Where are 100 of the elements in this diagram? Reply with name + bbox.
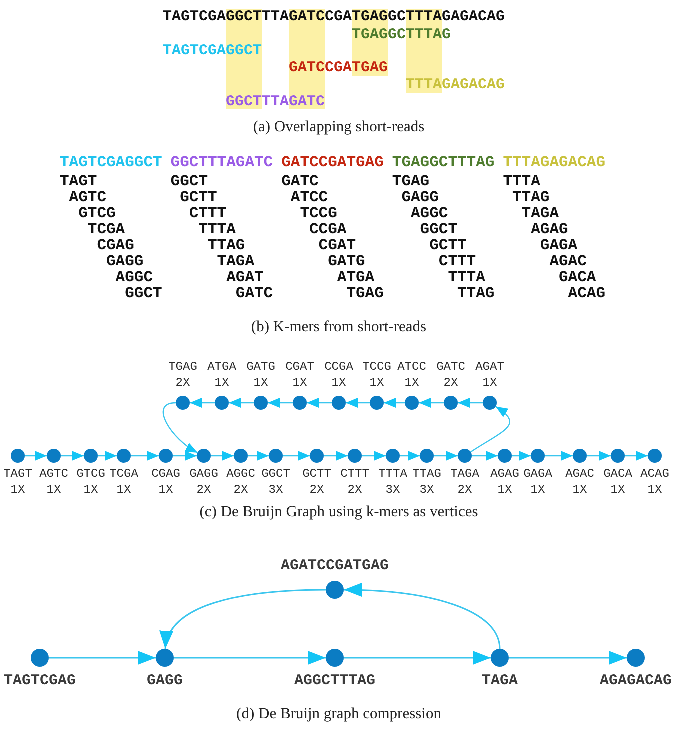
kmer-label: GAGG bbox=[190, 468, 218, 480]
arrow bbox=[307, 398, 332, 408]
kmer-text: CTTT bbox=[189, 206, 227, 222]
arrow bbox=[268, 398, 293, 408]
kmer-label: ACAG bbox=[640, 468, 670, 480]
count-label: 1X bbox=[292, 377, 308, 389]
sequence-label: TAGTCGAG bbox=[4, 674, 76, 688]
kmer-label: GGCT bbox=[262, 468, 290, 480]
kmer-text: GAGA bbox=[540, 238, 578, 254]
vertex-dot bbox=[117, 449, 131, 463]
count-label: 1X bbox=[530, 484, 546, 496]
kmer-text: AGGC bbox=[116, 270, 154, 286]
arrow bbox=[344, 583, 501, 650]
kmer-text: TTAG bbox=[208, 238, 246, 254]
vertex-dot bbox=[627, 649, 645, 667]
panel-caption: (d) De Bruijn graph compression bbox=[236, 706, 442, 722]
vertex-dot bbox=[197, 449, 211, 463]
kmer-label: GACA bbox=[604, 468, 632, 480]
vertex-dot bbox=[405, 396, 419, 410]
vertex-dot bbox=[386, 449, 400, 463]
kmer-label: AGAG bbox=[490, 468, 520, 480]
kmer-label: TAGA bbox=[450, 468, 480, 480]
vertex-dot bbox=[310, 449, 324, 463]
vertex-dot bbox=[156, 649, 174, 667]
short-read: GATCCGATGAG bbox=[282, 155, 384, 171]
arrow bbox=[458, 398, 483, 408]
vertex-dot bbox=[31, 649, 49, 667]
kmer-text: AGAT bbox=[226, 270, 264, 286]
kmer-label: TAGT bbox=[4, 468, 32, 480]
kmer-text: CGAT bbox=[318, 238, 356, 254]
panel-caption: (c) De Bruijn Graph using k-mers as vertices bbox=[200, 504, 478, 520]
arrow bbox=[173, 451, 197, 461]
vertex-dot bbox=[498, 449, 512, 463]
sequence-label: AGATCCGATGAG bbox=[280, 558, 390, 574]
kmer-text: TTAG bbox=[512, 190, 550, 206]
count-label: 2X bbox=[310, 484, 324, 496]
kmer-label: CGAT bbox=[286, 361, 314, 373]
vertex-dot bbox=[420, 449, 434, 463]
vertex-dot bbox=[234, 449, 248, 463]
kmer-label: TTTA bbox=[378, 468, 408, 480]
count-label: 1X bbox=[572, 484, 588, 496]
vertex-dot bbox=[648, 449, 662, 463]
short-read: TGAGGCTTTAG bbox=[352, 28, 452, 42]
arrow bbox=[346, 398, 370, 408]
arrow bbox=[545, 451, 573, 461]
arrow bbox=[49, 651, 156, 665]
kmer-label: TCGA bbox=[110, 468, 138, 480]
vertex-dot bbox=[293, 396, 307, 410]
kmer-text: GATG bbox=[328, 254, 366, 270]
arrow bbox=[162, 589, 326, 650]
arrow bbox=[174, 651, 326, 665]
kmer-text: GTCG bbox=[78, 206, 116, 222]
count-label: 1X bbox=[84, 484, 98, 496]
kmer-label: GCTT bbox=[302, 468, 332, 480]
vertex-dot bbox=[84, 449, 98, 463]
kmer-text: GAGG bbox=[402, 190, 439, 206]
vertex-dot bbox=[573, 449, 587, 463]
count-label: 1X bbox=[254, 377, 268, 389]
vertex-dot bbox=[444, 396, 458, 410]
count-label: 1X bbox=[116, 484, 132, 496]
count-label: 2X bbox=[196, 484, 212, 496]
count-label: 1X bbox=[610, 484, 626, 496]
kmer-text: CGAG bbox=[97, 238, 134, 254]
kmer-text: CTTT bbox=[438, 254, 476, 270]
panel-caption: (b) K-mers from short-reads bbox=[251, 319, 427, 335]
count-label: 1X bbox=[648, 484, 662, 496]
count-label: 2X bbox=[348, 484, 362, 496]
vertex-dot bbox=[458, 449, 472, 463]
kmer-text: GGCT bbox=[420, 222, 458, 238]
kmer-text: AGAG bbox=[531, 222, 568, 238]
arrow bbox=[61, 451, 84, 461]
kmer-text: TCGA bbox=[88, 222, 126, 238]
kmer-label: ATGA bbox=[208, 361, 236, 373]
kmer-label: AGTC bbox=[40, 468, 68, 480]
arrow bbox=[229, 398, 254, 408]
count-label: 1X bbox=[404, 377, 420, 389]
kmer-label: GATC bbox=[436, 361, 466, 373]
count-label: 1X bbox=[332, 377, 346, 389]
vertex-dot bbox=[531, 449, 545, 463]
short-read: GGCTTTAGATC bbox=[170, 155, 274, 171]
kmer-label: GTCG bbox=[76, 468, 106, 480]
vertex-dot bbox=[491, 649, 509, 667]
kmer-label: TGAG bbox=[168, 361, 198, 373]
arrow bbox=[512, 451, 531, 461]
arrow bbox=[509, 651, 627, 665]
kmer-label: CCGA bbox=[324, 361, 354, 373]
kmer-text: TCCG bbox=[300, 206, 338, 222]
count-label: 3X bbox=[420, 484, 434, 496]
count-label: 1X bbox=[370, 377, 384, 389]
kmer-text: ATCC bbox=[290, 190, 328, 206]
count-label: 1X bbox=[10, 484, 26, 496]
sequence-label: TAGA bbox=[482, 674, 518, 688]
arrow bbox=[344, 651, 491, 665]
kmer-text: TTTA bbox=[448, 270, 486, 286]
kmer-label: ATCC bbox=[398, 361, 426, 373]
kmer-text: GATC bbox=[236, 286, 274, 302]
kmer-text: TGAG bbox=[346, 286, 384, 302]
short-read: TAGTCGAGGCT bbox=[60, 155, 162, 171]
kmer-label: TCCG bbox=[362, 361, 392, 373]
genome-sequence: TAGTCGAGGCTTTAGATCCGATGAGGCTTTAGAGACAG bbox=[163, 10, 506, 24]
